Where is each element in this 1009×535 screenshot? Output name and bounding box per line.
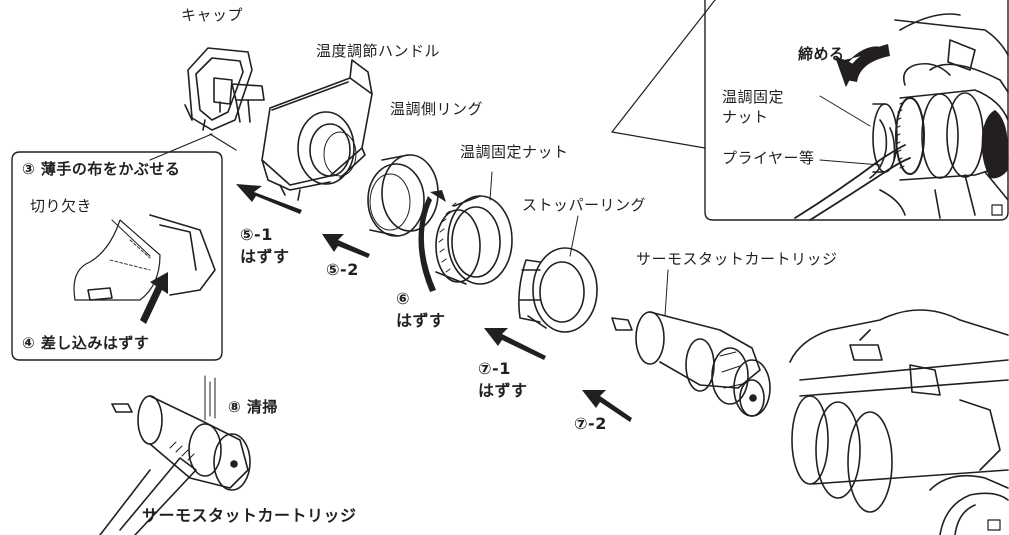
pliers-label: プライヤー等 bbox=[722, 149, 815, 167]
step34-box bbox=[11, 151, 223, 361]
temp-fix-nut-illustration bbox=[418, 171, 513, 292]
stopper-ring-illustration bbox=[518, 215, 598, 333]
notch-label: 切り欠き bbox=[30, 197, 93, 215]
temp-side-ring-illustration bbox=[367, 154, 439, 237]
temp-handle-illustration bbox=[261, 59, 373, 201]
step4-label: ④ 差し込みはずす bbox=[22, 334, 150, 352]
step7-1-label: ⑦-1 はずす bbox=[478, 359, 528, 400]
step8-label: ⑧ 清掃 bbox=[228, 398, 278, 416]
inset-fix-nut-label: 温調固定 ナット bbox=[722, 88, 785, 126]
thermostat-cartridge-illustration bbox=[611, 269, 771, 417]
step7-2-label: ⑦-2 bbox=[574, 414, 607, 433]
step5-1-label: ⑤-1 はずす bbox=[240, 225, 290, 266]
temp-fix-nut-label: 温調固定ナット bbox=[460, 143, 569, 161]
cleaning-illustration bbox=[99, 375, 251, 535]
stopper-ring-label: ストッパーリング bbox=[522, 196, 647, 214]
temp-handle-label: 温度調節ハンドル bbox=[316, 42, 441, 60]
cap-label: キャップ bbox=[181, 6, 244, 24]
cap-illustration bbox=[149, 47, 265, 161]
faucet-body-illustration bbox=[789, 309, 1009, 535]
step3-label: ③ 薄手の布をかぶせる bbox=[22, 160, 181, 178]
step6-label: ⑥ はずす bbox=[396, 289, 446, 330]
thermostat-cartridge-bottom-label: サーモスタットカートリッジ bbox=[142, 506, 357, 525]
thermostat-cartridge-label: サーモスタットカートリッジ bbox=[636, 250, 838, 268]
step5-2-label: ⑤-2 bbox=[326, 260, 359, 279]
inset-panel bbox=[611, 0, 1009, 221]
temp-side-ring-label: 温調側リング bbox=[390, 100, 484, 118]
direction-arrows bbox=[236, 184, 632, 422]
tighten-label: 締める bbox=[798, 45, 845, 63]
